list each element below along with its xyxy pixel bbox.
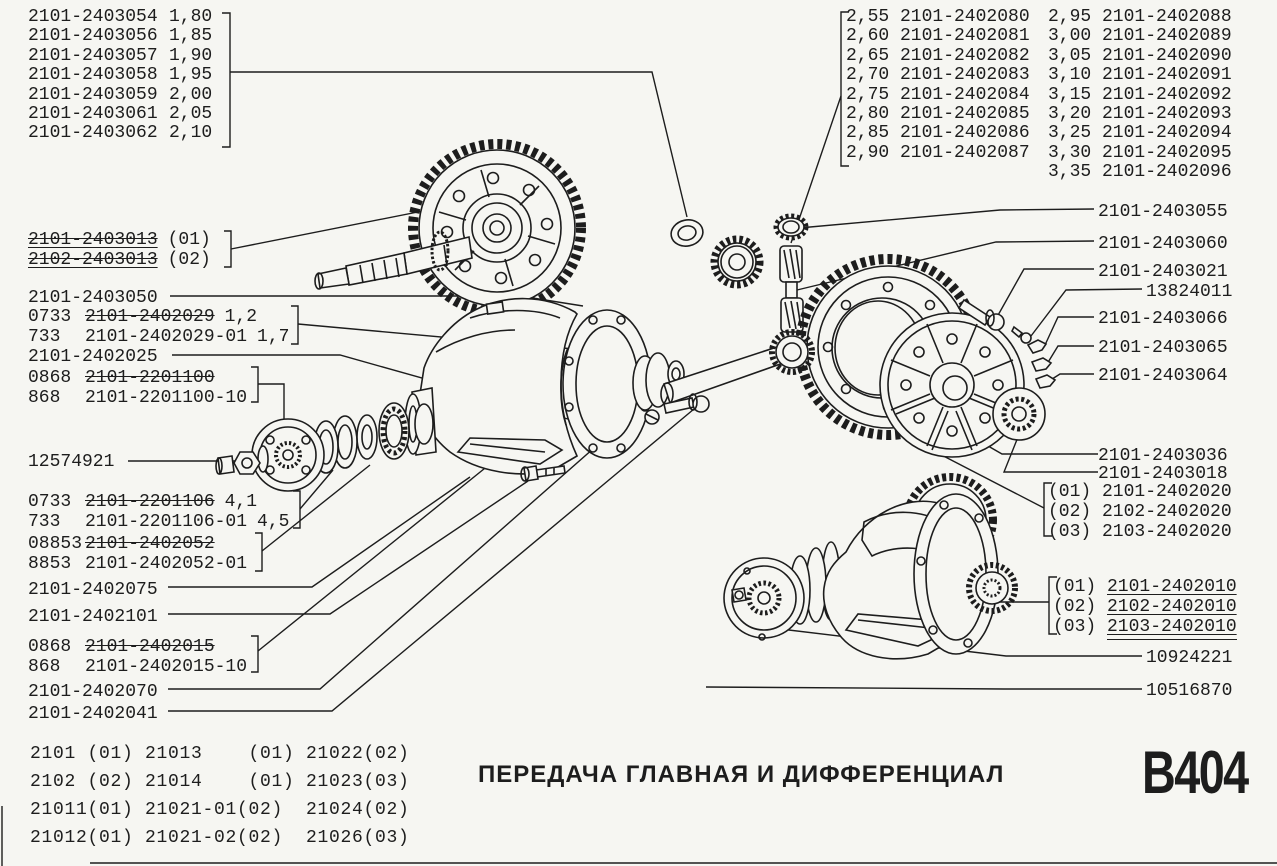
part-label: 2102-2403013(02) xyxy=(28,250,211,270)
gear-carrier-housing xyxy=(404,297,652,475)
part-label: (01)2101-2402010 xyxy=(1053,577,1237,597)
part-label: 2101-2402041 xyxy=(28,704,158,724)
table-row: 21012(01) 21021-02(02) 21026(03) xyxy=(30,828,410,848)
drive-pinion-and-ring-gear xyxy=(314,139,586,317)
side-gear xyxy=(992,387,1046,441)
part-label: 2101-2402075 xyxy=(28,580,158,600)
part-label: 2101-2403066 xyxy=(1098,309,1228,329)
part-label: (02)2102-2402010 xyxy=(1053,597,1237,617)
page-code: B404 xyxy=(1142,739,1249,806)
part-label: 2101-2403050 xyxy=(28,288,158,308)
part-label: 2101-2403013(01) xyxy=(28,230,211,250)
part-label: 13824011 xyxy=(1146,282,1233,302)
part-label: (03)2103-2402010 xyxy=(1053,617,1237,640)
differential-case xyxy=(879,312,1025,458)
part-label: (03)2103-2402020 xyxy=(1048,522,1232,542)
part-label: (02)2102-2402020 xyxy=(1048,502,1232,522)
part-label: 2101-2402025 xyxy=(28,347,158,367)
drive-flange-and-seal-stack xyxy=(215,402,434,492)
thrust-washer xyxy=(670,219,704,247)
leader-lines xyxy=(1,11,1277,866)
part-label: 2101-2402101 xyxy=(28,607,158,627)
mounting-bolts xyxy=(520,393,710,482)
part-label: 2101-2403036 xyxy=(1098,446,1228,466)
page-title: ПЕРЕДАЧА ГЛАВНАЯ И ДИФФЕРЕНЦИАЛ xyxy=(478,761,1005,788)
part-label: 2101-2403018 xyxy=(1098,464,1228,484)
part-label: 2101-2403021 xyxy=(1098,262,1228,282)
satellite-shaft xyxy=(779,245,804,333)
part-label: 2101-2402070 xyxy=(28,682,158,702)
spider-gear xyxy=(773,213,809,241)
part-label: 10924221 xyxy=(1146,648,1233,668)
part-label: 2101-2403055 xyxy=(1098,202,1228,222)
bevel-pinion-gear xyxy=(710,235,764,289)
part-label: (01)2101-2402020 xyxy=(1048,482,1232,502)
part-label: 12574921 xyxy=(28,452,115,472)
table-row: 2101 (01) 21013 (01) 21022(02) xyxy=(30,744,410,764)
part-label: 2101-2403064 xyxy=(1098,366,1228,386)
lock-plates-and-bolt xyxy=(957,298,1057,389)
assembled-final-drive xyxy=(723,473,1018,660)
axle-shaft xyxy=(660,329,815,406)
part-label: 2101-2403060 xyxy=(1098,234,1228,254)
table-row: 2102 (02) 21014 (01) 21023(03) xyxy=(30,772,410,792)
part-label: 10516870 xyxy=(1146,681,1233,701)
table-row: 21011(01) 21021-01(02) 21024(02) xyxy=(30,800,410,820)
part-label: 2101-2403065 xyxy=(1098,338,1228,358)
